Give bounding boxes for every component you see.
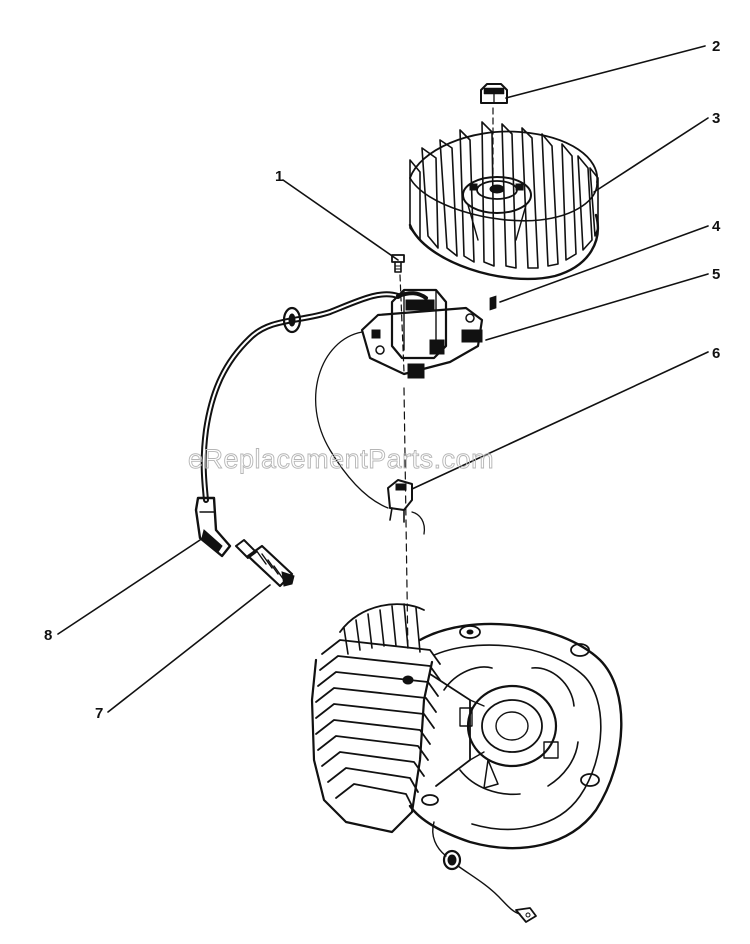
callout-numbers: 1 2 3 4 5 6 7 8 (44, 38, 721, 722)
callout-number-5: 5 (712, 266, 720, 283)
leader-line-7 (107, 584, 271, 713)
spark-plug-part (235, 539, 295, 588)
flywheel-part (408, 121, 599, 281)
leader-line-5 (485, 273, 709, 341)
leader-lines (57, 45, 709, 713)
alignment-axis (399, 107, 494, 656)
callout-number-4: 4 (712, 218, 721, 235)
screw-part (391, 254, 405, 273)
leader-line-8 (57, 539, 201, 635)
watermark-text: eReplacementParts.com (188, 444, 494, 474)
ground-wire-part (432, 821, 537, 923)
callout-number-6: 6 (712, 345, 720, 362)
callout-number-7: 7 (95, 705, 103, 722)
key-part (489, 295, 497, 311)
spark-plug-boot-part (194, 496, 232, 558)
callout-number-8: 8 (44, 627, 52, 644)
leader-line-2 (505, 45, 706, 99)
leader-line-6 (411, 351, 709, 490)
engine-block-part (310, 603, 623, 850)
leader-line-3 (593, 117, 709, 193)
callout-number-1: 1 (275, 168, 283, 185)
nut-part (480, 83, 508, 104)
clip-part (387, 479, 426, 535)
leader-line-4 (499, 225, 709, 303)
leader-line-1 (282, 179, 399, 261)
spark-plug-lead (200, 291, 428, 503)
ignition-module-part (315, 288, 484, 509)
callout-number-3: 3 (712, 110, 720, 127)
callout-number-2: 2 (712, 38, 720, 55)
